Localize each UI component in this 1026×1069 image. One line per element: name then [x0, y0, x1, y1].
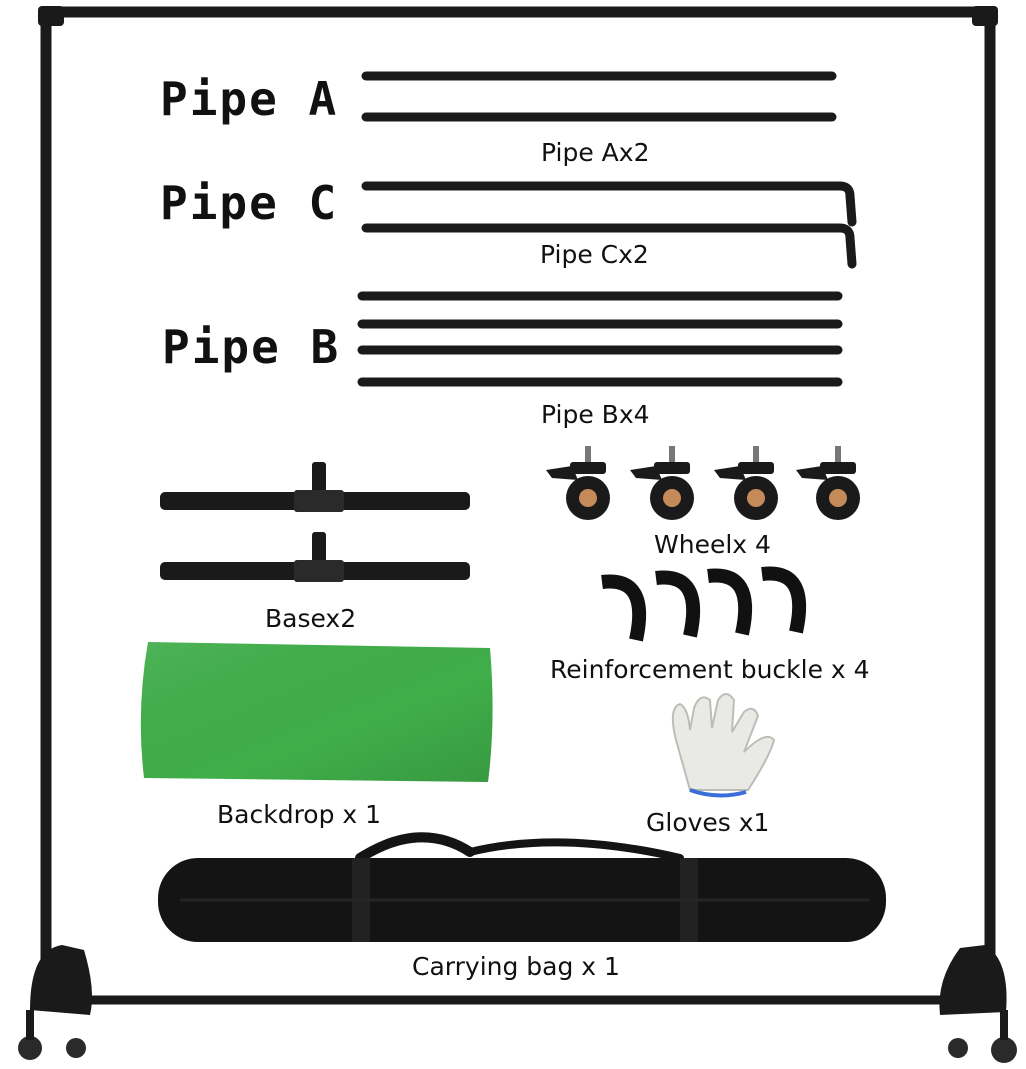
- carrying-bag-icon: [158, 832, 886, 942]
- bag-caption: Carrying bag x 1: [412, 952, 620, 981]
- pipe-b-label: Pipe B: [162, 320, 341, 374]
- backdrop-caption: Backdrop x 1: [217, 800, 382, 829]
- pipe-a-icon: [361, 71, 837, 122]
- backdrop-cloth-icon: [140, 642, 493, 782]
- wheel-caption: Wheelx 4: [654, 530, 771, 559]
- buckle-icon: [601, 566, 807, 642]
- gloves-icon: [671, 693, 776, 798]
- gloves-caption: Gloves x1: [646, 808, 770, 837]
- pipe-a-label: Pipe A: [160, 72, 339, 126]
- pipe-b-icon: [357, 291, 843, 387]
- base-icon: [160, 462, 470, 582]
- base-caption: Basex2: [265, 604, 357, 633]
- pipe-c-label: Pipe C: [160, 176, 339, 230]
- pipe-c-icon: [361, 181, 857, 269]
- frame-stand-icon: [18, 6, 1017, 1063]
- pipe-b-caption: Pipe Bx4: [541, 400, 650, 429]
- buckle-caption: Reinforcement buckle x 4: [550, 655, 870, 684]
- pipe-c-caption: Pipe Cx2: [540, 240, 649, 269]
- pipe-a-caption: Pipe Ax2: [541, 138, 650, 167]
- wheel-icon: [546, 446, 860, 520]
